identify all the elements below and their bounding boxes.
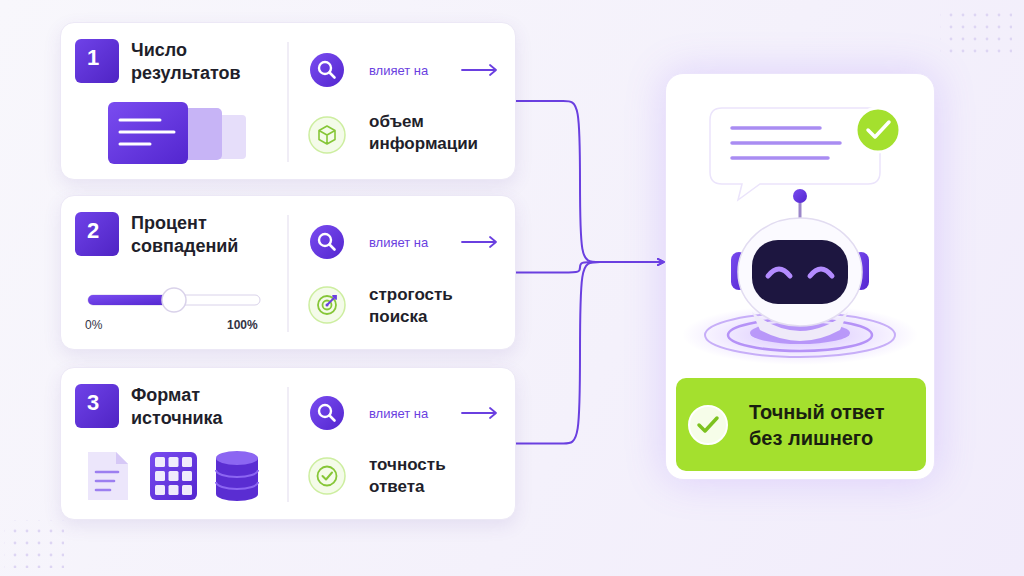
effect-text: объем информации [369, 111, 493, 155]
number-badge: 3 [75, 384, 119, 428]
effect-caption: влияет на [369, 235, 459, 252]
result-panel: Точный ответ без лишнего [665, 73, 935, 480]
slider-min-label: 0% [85, 318, 125, 334]
answer-text: Точный ответ без лишнего [749, 399, 917, 451]
effect-caption: влияет на [369, 406, 459, 423]
card-title: Процент совпадений [131, 212, 281, 259]
dot-pattern [4, 520, 64, 568]
answer-box: Точный ответ без лишнего [676, 378, 926, 471]
effect-text: точность ответа [369, 454, 493, 498]
parameter-card: Формат источника влияет на точность ответа… [60, 367, 516, 520]
connector [516, 262, 664, 273]
card-title: Число результатов [131, 39, 281, 86]
effect-caption: влияет на [369, 63, 459, 80]
card-title: Формат источника [131, 384, 281, 431]
number-badge: 2 [75, 212, 119, 256]
parameter-card: Процент совпадений влияет на строгость пои… [60, 195, 516, 350]
connector [516, 101, 664, 262]
connector [516, 262, 664, 444]
effect-text: строгость поиска [369, 284, 493, 328]
callout-number: 3 [75, 389, 111, 418]
callout-number: 1 [75, 44, 111, 73]
dot-pattern [940, 12, 1012, 60]
callout-number: 2 [75, 217, 111, 246]
slider-max-label: 100% [227, 318, 271, 334]
number-badge: 1 [75, 39, 119, 83]
parameter-card: Число результатов влияет на объем информац… [60, 22, 516, 180]
